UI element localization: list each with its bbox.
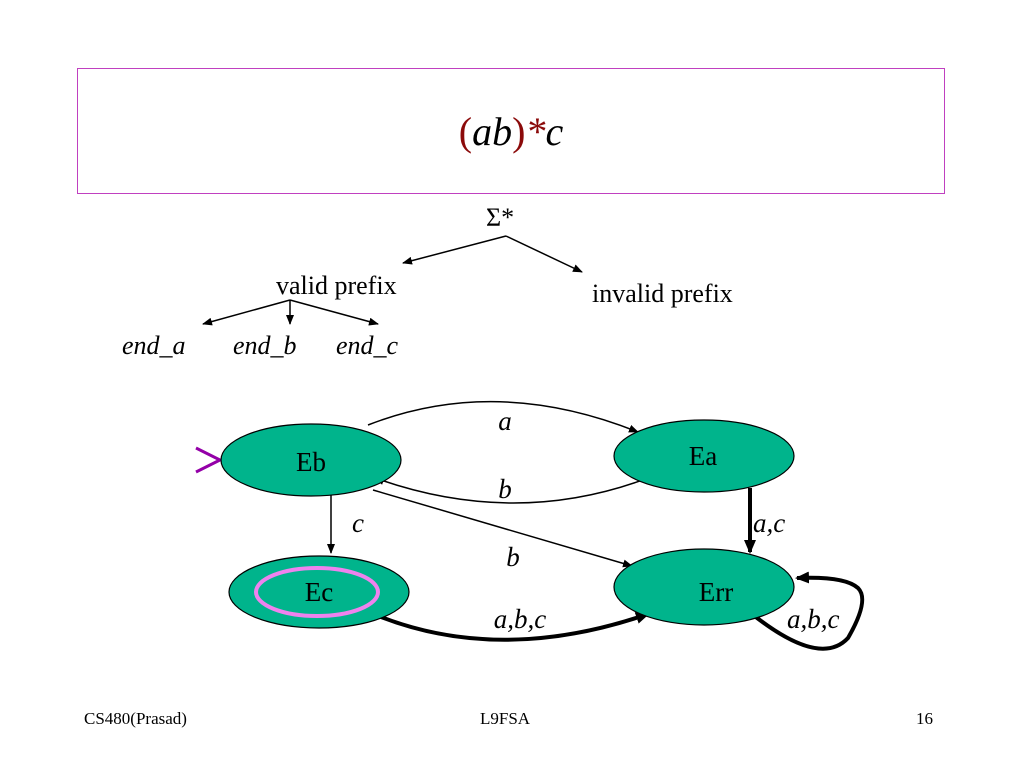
edge-eb-err [372, 489, 633, 568]
state-ea [613, 419, 795, 493]
tree-edge-root-valid [402, 235, 507, 265]
title-star: * [525, 108, 546, 154]
footer-page-number: 16 [916, 709, 933, 728]
accept-ring [254, 566, 380, 618]
tree-valid-prefix: valid prefix [276, 271, 397, 300]
tree-edge-valid-end-c [289, 299, 379, 326]
edge-err-self [750, 571, 865, 651]
tree-invalid-prefix: invalid prefix [592, 279, 733, 308]
slide-title: (ab)*c [459, 108, 563, 155]
tree-end-a: end_a [122, 331, 186, 360]
tree-root: Σ* [486, 203, 514, 232]
edge-label-eb-ea: a [498, 406, 512, 436]
tree-edge-root-invalid [505, 235, 583, 273]
title-c: c [545, 108, 564, 154]
edge-ea-eb [374, 477, 649, 504]
edge-eb-ea [367, 400, 639, 433]
edge-label-err-self: a,b,c [787, 604, 840, 634]
title-ab: ab [472, 108, 513, 154]
state-err-label: Err [699, 577, 733, 607]
edge-label-ea-eb: b [498, 474, 512, 504]
edge-label-eb-ec: c [352, 508, 364, 538]
tree-end-b: end_b [233, 331, 297, 360]
edge-label-ec-err: a,b,c [494, 604, 547, 634]
tree-edge-valid-end-a [202, 299, 291, 326]
state-err [613, 548, 795, 626]
tree-end-c: end_c [336, 331, 399, 360]
state-ec-label: Ec [305, 577, 333, 607]
edge-ec-err [375, 612, 650, 642]
title-open-paren: ( [458, 108, 473, 154]
state-eb [220, 423, 402, 497]
edge-label-ea-err: a,c [753, 508, 785, 538]
state-ea-label: Ea [689, 441, 717, 471]
edge-label-eb-err: b [506, 542, 520, 572]
title-close-paren: ) [512, 108, 526, 154]
title-box: (ab)*c [77, 68, 945, 194]
state-eb-label: Eb [296, 447, 326, 477]
start-arrow [195, 446, 224, 474]
footer-left: CS480(Prasad) [84, 709, 187, 728]
footer-center: L9FSA [480, 709, 531, 728]
